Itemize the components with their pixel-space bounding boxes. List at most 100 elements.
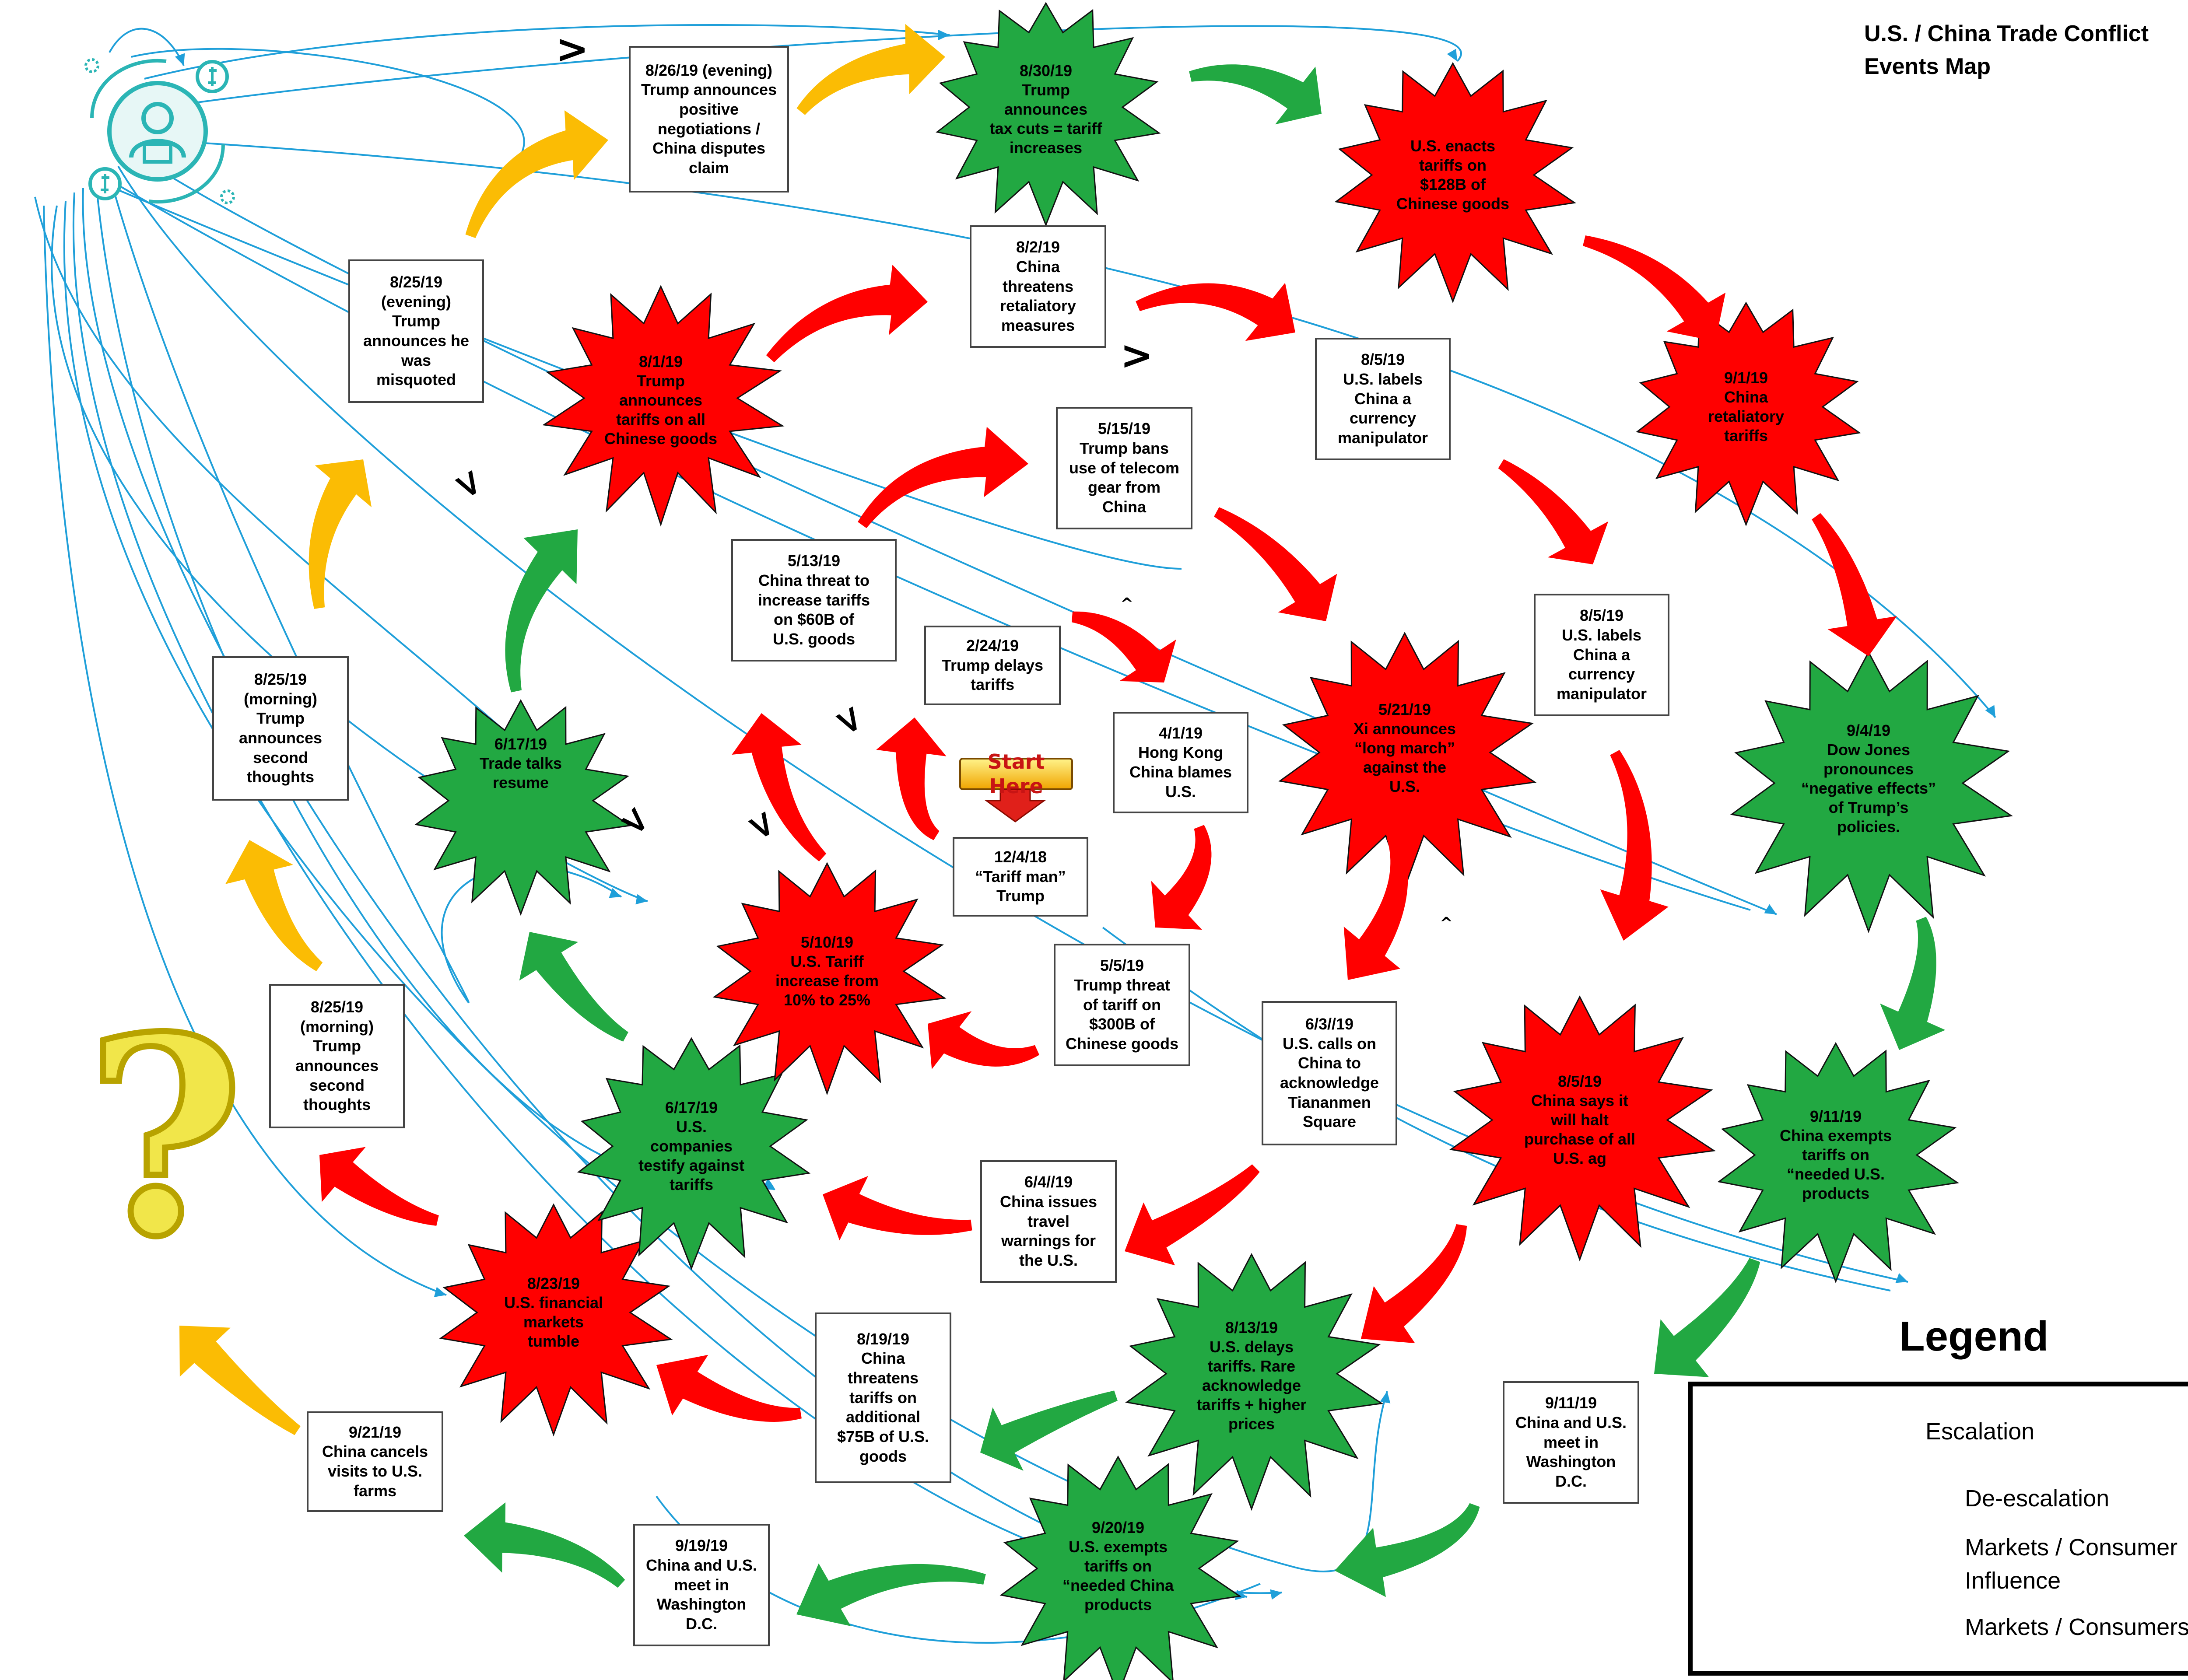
event-9-20-star bbox=[999, 1455, 1241, 1680]
arrow-9-20-to-9-19 bbox=[796, 1563, 986, 1626]
influence-arrowhead-4 bbox=[1764, 904, 1777, 914]
event-box-8-5-currency-top: 8/5/19 U.S. labels China a currency mani… bbox=[1315, 338, 1451, 460]
arrow-5-5-to-5-10 bbox=[928, 1011, 1040, 1069]
influence-arrowhead-8 bbox=[1235, 1589, 1247, 1600]
event-box-6-3: 6/3//19 U.S. calls on China to acknowled… bbox=[1262, 1001, 1397, 1145]
event-8-1-star bbox=[542, 285, 785, 527]
influence-arrowhead-9 bbox=[1270, 1589, 1282, 1600]
consumer-markets-icon bbox=[84, 58, 235, 204]
influence-arrowhead-3 bbox=[1985, 705, 1995, 718]
chevron-mark-1: > bbox=[556, 26, 589, 72]
influence-line-15 bbox=[109, 28, 185, 66]
event-box-9-21: 9/21/19 China cancels visits to U.S. far… bbox=[307, 1411, 443, 1512]
map-title-line-1: U.S. / China Trade Conflict bbox=[1864, 21, 2149, 46]
influence-arrowhead-14 bbox=[175, 53, 185, 66]
arrow-8-5ag-to-8-13 bbox=[1361, 1224, 1467, 1344]
arrow-2-24-to-4-1 bbox=[1072, 611, 1176, 682]
event-box-5-5: 5/5/19 Trump threat of tariff on $300B o… bbox=[1054, 944, 1190, 1066]
arrow-8-5c-to-8-5ag bbox=[1600, 750, 1669, 941]
arrow-4-1-to-5-5 bbox=[1151, 825, 1212, 930]
arrow-8-25m2-to-8-25m1 bbox=[225, 840, 323, 971]
arrow-8-1-to-8-2 bbox=[766, 265, 928, 363]
arrow-9-4-to-9-11 bbox=[1880, 917, 1946, 1050]
arrow-9-11-to-9-11meet bbox=[1654, 1258, 1760, 1377]
legend-influence-label: Markets / Consumer Influence bbox=[1965, 1534, 2178, 1594]
arrow-6-17a-to-8-1 bbox=[505, 529, 578, 693]
event-arrows bbox=[179, 24, 1946, 1626]
arrow-9-1-to-9-4 bbox=[1812, 513, 1897, 656]
event-box-8-5-currency-right: 8/5/19 U.S. labels China a currency mani… bbox=[1534, 594, 1669, 716]
event-box-2-24: 2/24/19 Trump delays tariffs bbox=[924, 626, 1061, 705]
arrow-8-25e-to-8-26 bbox=[465, 110, 608, 238]
influence-arrowhead-1 bbox=[938, 30, 950, 40]
event-6-17-testify-star bbox=[577, 1037, 811, 1270]
event-box-8-25-evening: 8/25/19 (evening) Trump announces he was… bbox=[348, 259, 484, 403]
event-8-13-star bbox=[1125, 1253, 1384, 1511]
event-9-11-exempt-star bbox=[1717, 1042, 1959, 1284]
arrow-8-5a-to-8-5c bbox=[1498, 459, 1609, 564]
arrow-8-23-to-8-25m2 bbox=[319, 1147, 439, 1226]
legend-consumers-label: Markets / Consumers bbox=[1965, 1614, 2188, 1640]
chevron-mark-2: > bbox=[1120, 332, 1154, 378]
arrow-6-17b-to-6-17a bbox=[519, 932, 628, 1042]
arrow-9-19-to-9-21 bbox=[464, 1502, 625, 1588]
arrow-8-26-to-8-30 bbox=[796, 24, 945, 115]
influence-line-14 bbox=[131, 48, 525, 176]
arrow-5-13-to-5-15 bbox=[858, 427, 1028, 528]
event-box-4-1: 4/1/19 Hong Kong China blames U.S. bbox=[1113, 712, 1248, 813]
event-9-4-star bbox=[1730, 651, 2013, 934]
event-box-6-4: 6/4//19 China issues travel warnings for… bbox=[980, 1160, 1117, 1283]
influence-line-4 bbox=[139, 157, 1777, 915]
map-title: U.S. / China Trade Conflict Events Map bbox=[1864, 18, 2188, 84]
influence-line-12 bbox=[43, 205, 447, 1296]
event-8-5-ag-star bbox=[1449, 995, 1716, 1262]
event-box-8-2: 8/2/19 China threatens retaliatory measu… bbox=[970, 225, 1106, 348]
event-5-10-star bbox=[712, 862, 947, 1096]
legend-box bbox=[1688, 1382, 2188, 1676]
arrow-12-4-to-2-24 bbox=[876, 718, 947, 840]
event-box-8-25-morning-2: 8/25/19 (morning) Trump announces second… bbox=[269, 984, 405, 1128]
influence-line-2 bbox=[148, 25, 1462, 110]
event-9-1-star bbox=[1636, 301, 1861, 527]
caret-mark-2: ^ bbox=[1440, 914, 1453, 932]
start-here-graphic bbox=[959, 758, 1073, 822]
event-us-128b-star bbox=[1334, 62, 1576, 304]
legend-title: Legend bbox=[1899, 1313, 2049, 1360]
influence-arrowhead-6 bbox=[609, 888, 621, 898]
event-box-12-4: 12/4/18 “Tariff man” Trump bbox=[953, 837, 1088, 917]
arrow-6-3-to-6-4 bbox=[1125, 1164, 1260, 1266]
event-8-30-star bbox=[936, 2, 1161, 227]
arrow-8-13-to-8-19 bbox=[980, 1390, 1118, 1471]
influence-arrowhead-11 bbox=[635, 894, 648, 905]
event-5-21-star bbox=[1278, 631, 1537, 890]
caret-mark-1: ^ bbox=[1120, 595, 1134, 613]
arrow-us128-to-9-1 bbox=[1583, 235, 1726, 341]
influence-arrowhead-5 bbox=[1895, 1273, 1908, 1283]
event-box-5-15: 5/15/19 Trump bans use of telecom gear f… bbox=[1056, 407, 1192, 529]
event-box-8-26: 8/26/19 (evening) Trump announces positi… bbox=[629, 46, 789, 192]
arrow-8-19-to-8-23 bbox=[656, 1354, 802, 1422]
influence-arrowhead-2 bbox=[1447, 49, 1457, 61]
map-title-line-2: Events Map bbox=[1864, 54, 1991, 80]
influence-line-1 bbox=[144, 24, 950, 80]
start-here-sign: Start Here bbox=[958, 750, 1085, 822]
arrow-9-11meet-to-9-20 bbox=[1335, 1503, 1480, 1597]
arrow-5-15-to-5-21 bbox=[1214, 507, 1337, 621]
legend-de-escalation-label: De-escalation bbox=[1965, 1485, 2110, 1512]
event-box-9-19: 9/19/19 China and U.S. meet in Washingto… bbox=[633, 1524, 770, 1646]
arrow-8-2-to-8-5a bbox=[1136, 283, 1295, 341]
event-box-8-25-morning-1: 8/25/19 (morning) Trump announces second… bbox=[212, 656, 349, 801]
influence-arrowhead-12 bbox=[434, 1287, 446, 1297]
event-6-17-talks-star bbox=[414, 699, 632, 916]
event-box-9-11-meet: 9/11/19 China and U.S. meet in Washingto… bbox=[1503, 1381, 1639, 1504]
arrow-6-4-to-6-17b bbox=[823, 1176, 972, 1241]
event-8-23-star bbox=[439, 1203, 673, 1437]
arrow-5-21-to-6-3 bbox=[1343, 833, 1408, 980]
arrow-9-21-to-question bbox=[179, 1326, 301, 1435]
arrow-8-25m1-to-8-25e bbox=[309, 459, 372, 609]
arrow-5-10-to-5-13 bbox=[732, 713, 827, 861]
influence-arrowhead-10 bbox=[1380, 1391, 1391, 1404]
event-box-5-13: 5/13/19 China threat to increase tariffs… bbox=[731, 539, 897, 662]
legend-escalation-label: Escalation bbox=[1925, 1418, 2035, 1445]
